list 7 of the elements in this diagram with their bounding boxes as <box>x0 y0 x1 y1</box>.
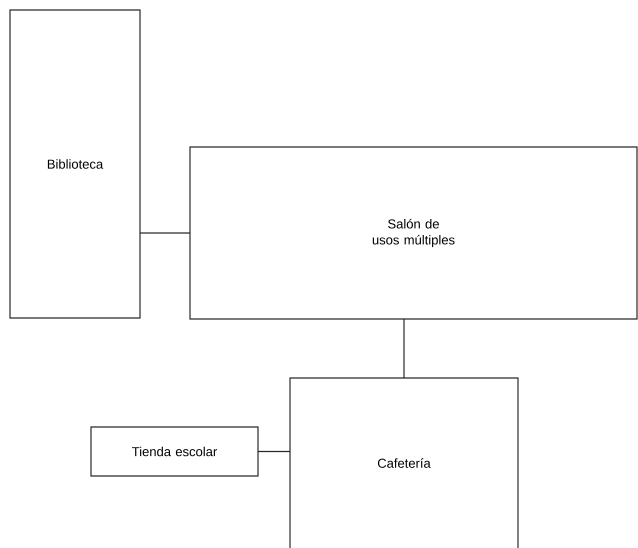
room-box: Tienda escolar <box>90 426 259 477</box>
connector-line <box>258 450 290 452</box>
connector-line <box>403 318 405 378</box>
room-box: Biblioteca <box>9 9 141 319</box>
connector-line <box>140 232 190 234</box>
room-box: Salón de usos múltiples <box>189 146 638 320</box>
room-box: Cafetería <box>289 377 519 548</box>
